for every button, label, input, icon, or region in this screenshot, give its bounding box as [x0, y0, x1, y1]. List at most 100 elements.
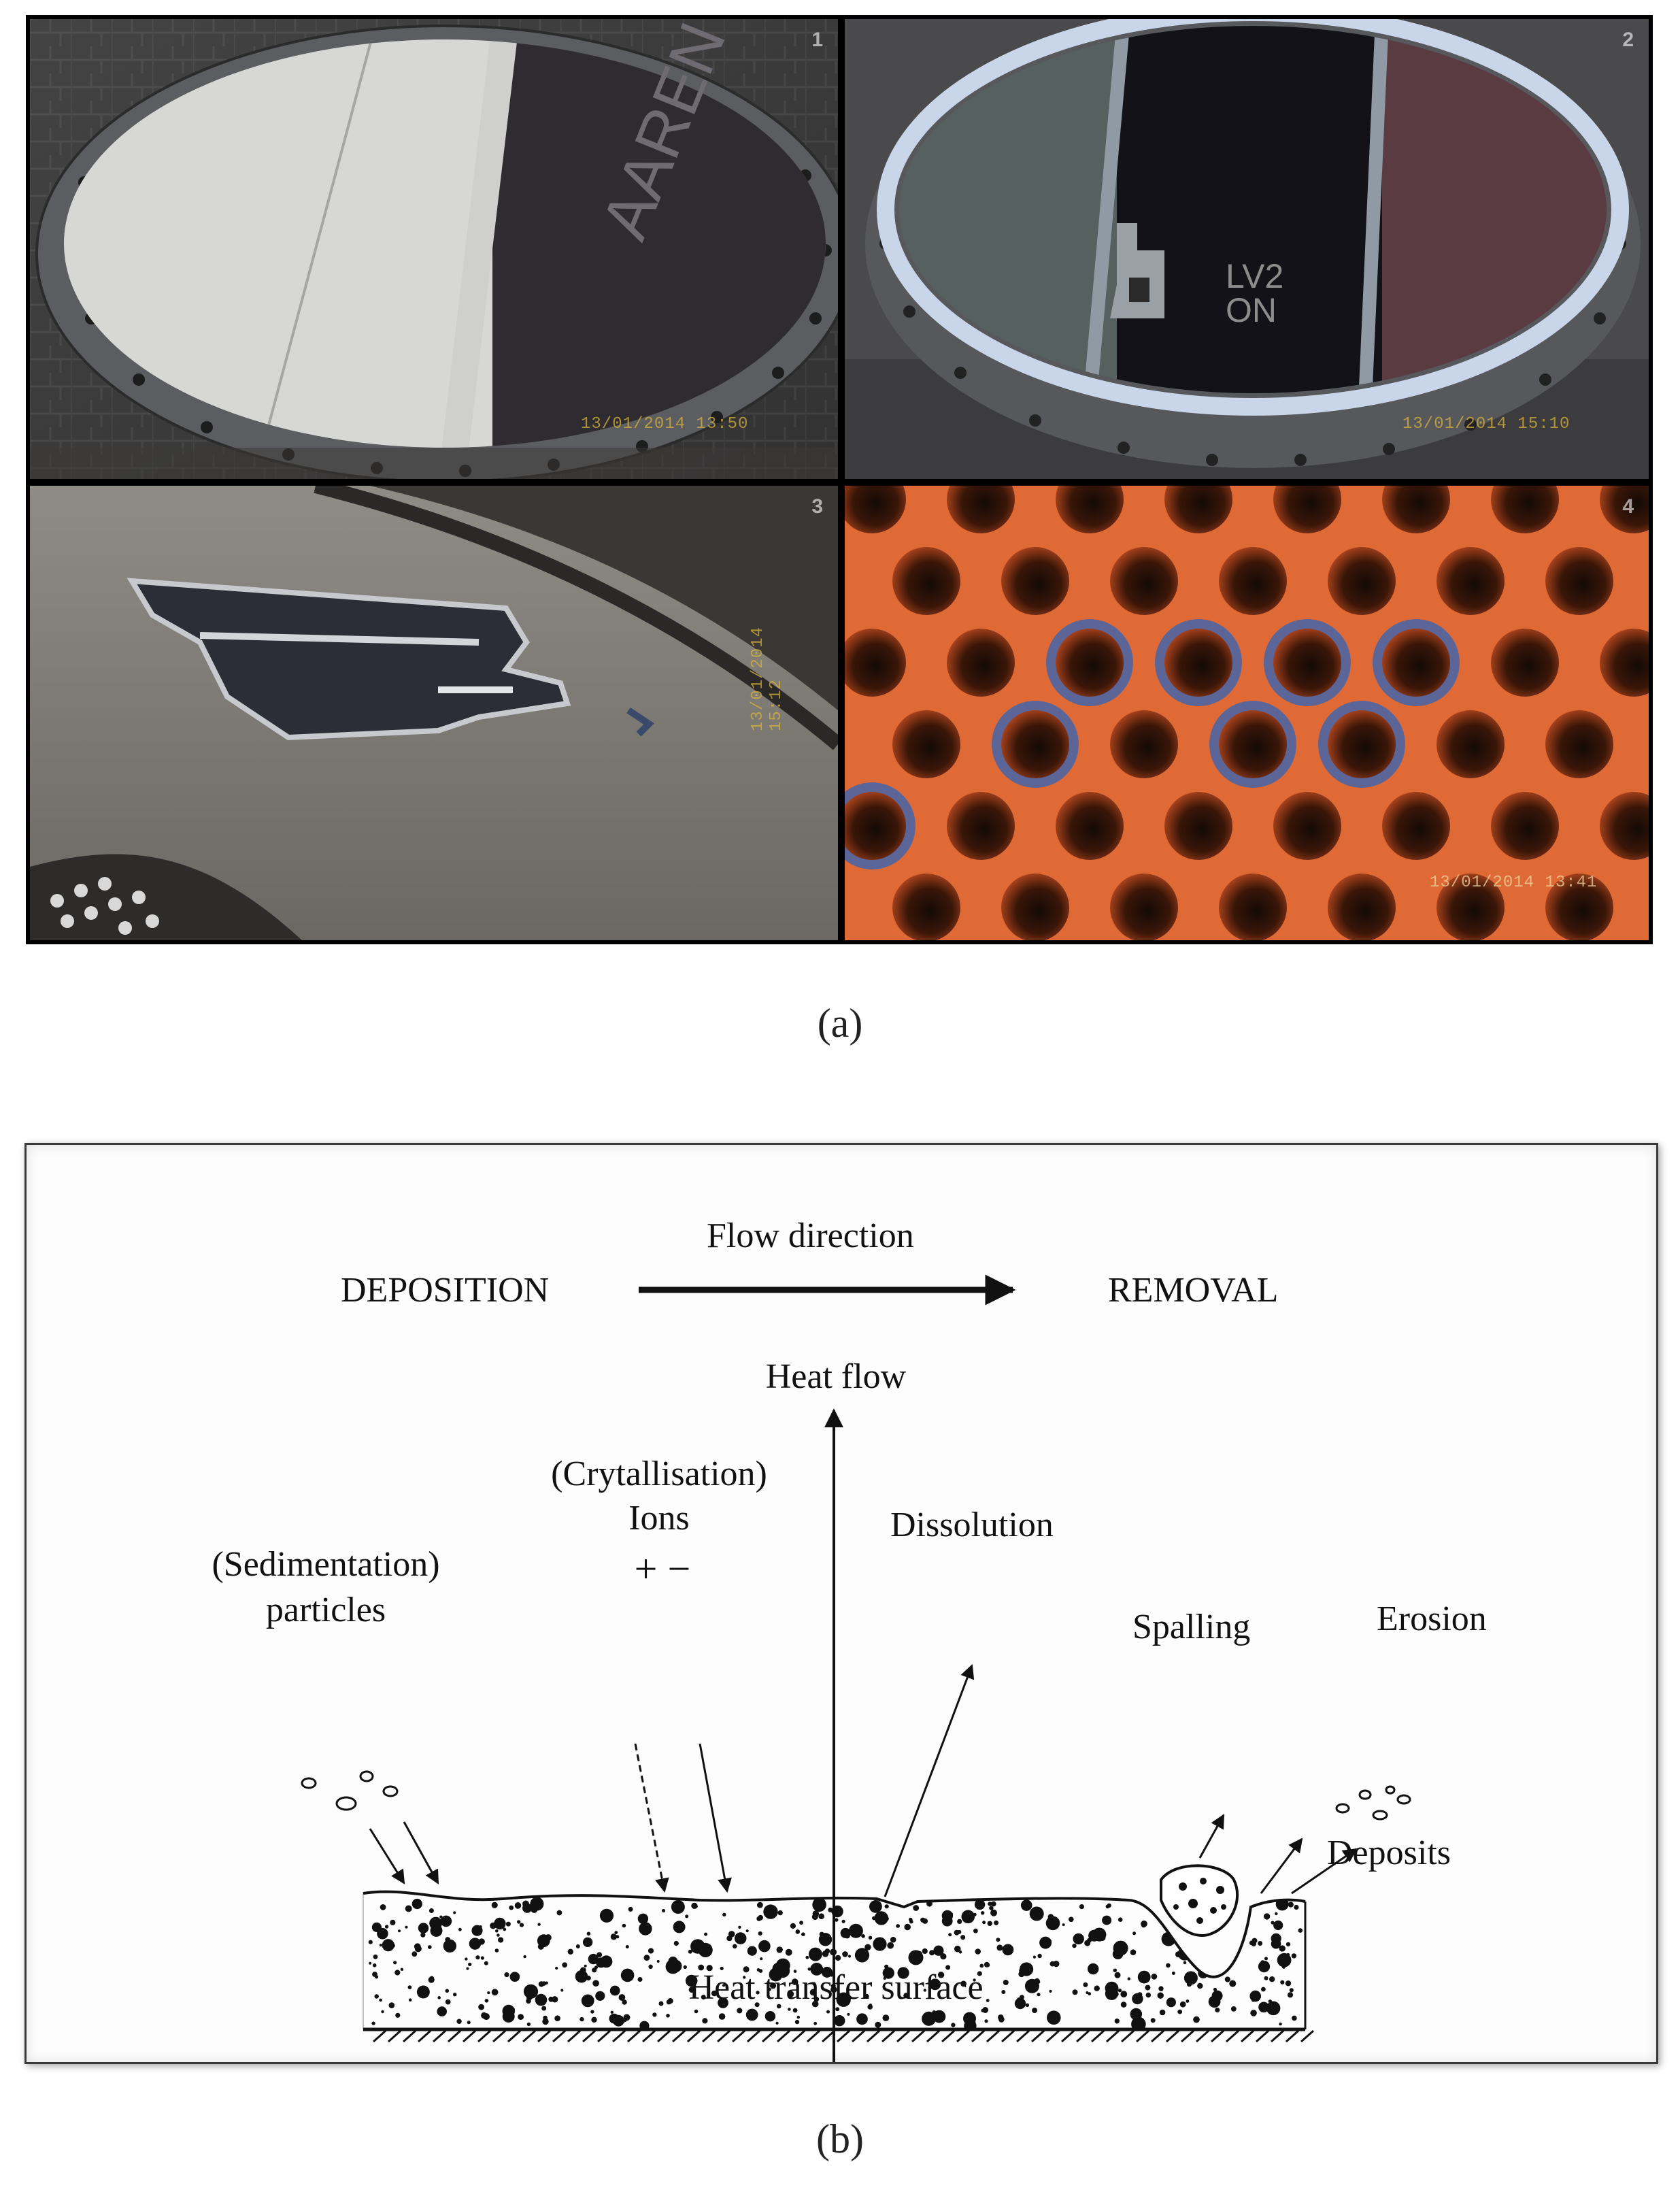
deposit-dot — [1053, 1961, 1060, 1967]
deposit-dot — [1105, 1987, 1118, 2000]
deposit-dot — [1277, 1953, 1292, 1967]
diagram-graphics — [301, 1274, 1411, 2062]
deposit-dot — [390, 1919, 396, 1925]
hatch-line — [597, 2029, 611, 2043]
deposit-dot — [368, 1940, 373, 1944]
tube-hole — [1056, 629, 1124, 697]
hatch-line — [747, 2029, 760, 2043]
deposit-dot — [1127, 1977, 1131, 1980]
deposit-dot — [960, 1935, 966, 1940]
deposit-dot — [375, 1975, 379, 1979]
hatch-line — [1300, 2029, 1314, 2043]
label-flow-direction: Flow direction — [707, 1216, 914, 1255]
deposit-dot — [788, 2008, 791, 2011]
deposit-dot — [945, 1965, 951, 1970]
deposit-dot — [1072, 1943, 1077, 1948]
deposit-dot — [757, 1902, 763, 1908]
deposit-dot — [854, 1948, 870, 1963]
deposit-dot — [1229, 1980, 1237, 1987]
deposit-dot — [920, 1917, 926, 1923]
deposit-dot — [556, 1910, 562, 1916]
deposit-dot — [954, 1945, 961, 1953]
deposit-dot — [1145, 1985, 1151, 1991]
deposit-dot — [977, 1971, 982, 1976]
deposit-dot — [526, 2022, 531, 2027]
deposit-dot — [541, 1981, 547, 1986]
deposit-dot — [1229, 1950, 1234, 1955]
deposit-dot — [842, 1951, 848, 1957]
label-removal: REMOVAL — [1108, 1271, 1279, 1310]
deposit-dot — [726, 1936, 733, 1942]
hatch-line — [1286, 2029, 1299, 2043]
hatch-line — [627, 2029, 641, 2043]
deposit-dot — [737, 2008, 743, 2014]
tube-hole — [1600, 486, 1649, 533]
deposit-dot — [801, 1932, 805, 1936]
hatch-line — [433, 2029, 446, 2043]
hatch-line — [1211, 2029, 1224, 2043]
deposit-dot — [537, 1923, 541, 1926]
deposit-dot — [408, 1998, 412, 2002]
deposit-dot — [609, 2013, 620, 2024]
deposit-dot — [1273, 1920, 1283, 1931]
hatch-line — [1196, 2029, 1209, 2043]
deposit-dot — [1179, 2001, 1186, 2008]
deposit-dot — [958, 1950, 962, 1954]
deposit-dot — [393, 1961, 397, 1965]
tube-hole — [1437, 547, 1505, 615]
deposit-dot — [437, 1996, 441, 1999]
spalling-arrow — [1198, 1814, 1225, 1859]
deposit-dot — [445, 1999, 451, 2005]
deposit-dot — [420, 1932, 426, 1938]
label-deposition: DEPOSITION — [341, 1271, 550, 1310]
hatch-line — [911, 2029, 925, 2043]
deposit-dot — [498, 1937, 504, 1943]
deposit-dot — [688, 1949, 692, 1954]
erosion-arrow-2 — [1291, 1848, 1358, 1895]
deposit-dot — [1020, 1899, 1032, 1911]
deposit-dot — [864, 1993, 869, 1999]
deposit-dot — [560, 1989, 564, 1992]
tube-hole — [1001, 547, 1069, 615]
deposit-dot — [1197, 1959, 1201, 1962]
deposit-dot — [808, 1947, 822, 1961]
deposit-dot — [883, 1976, 886, 1980]
deposit-dot — [874, 1911, 889, 1925]
photo-4-timestamp: 13/01/2014 13:41 — [1430, 874, 1598, 892]
deposit-dot — [760, 1957, 763, 1961]
deposit-dot — [418, 1923, 429, 1933]
deposit-dot — [811, 1914, 818, 1921]
deposit-dot — [922, 1948, 928, 1955]
deposit-dot — [998, 2016, 1005, 2023]
deposit-dot — [1264, 1957, 1268, 1961]
deposit-dot — [1258, 2002, 1269, 2013]
deposit-dot — [590, 2010, 594, 2014]
deposit-dot — [620, 1968, 635, 1982]
deposit-dot — [830, 1983, 836, 1989]
deposit-dot — [369, 1961, 372, 1965]
deposit-dot — [772, 1962, 785, 1975]
hatch-line — [986, 2029, 1000, 2043]
deposit-dot — [745, 2008, 758, 2021]
deposit-dot — [799, 1921, 803, 1925]
deposit-dot — [380, 1904, 386, 1910]
deposit-dot — [1288, 1902, 1294, 1908]
deposit-dot — [787, 1991, 794, 1997]
deposit-dot — [1264, 1976, 1269, 1980]
deposit-dot — [468, 1962, 472, 1967]
deposit-dot — [884, 1964, 889, 1969]
deposit-dot — [1137, 1970, 1151, 1984]
tube-hole — [1219, 710, 1287, 778]
hatch-line — [1181, 2029, 1194, 2043]
deposit-dot — [665, 1959, 680, 1974]
hatch-line — [777, 2029, 790, 2043]
tube-hole — [1545, 874, 1613, 940]
label-spalling: Spalling — [1132, 1608, 1251, 1646]
deposit-dot — [981, 2008, 985, 2012]
deposit-dot — [652, 2012, 657, 2017]
deposit-dot — [685, 1914, 689, 1919]
deposit-dot — [599, 1908, 614, 1923]
surface-hatching — [373, 2029, 1314, 2043]
deposit-dot — [555, 1966, 558, 1970]
deposit-dot — [519, 1923, 524, 1927]
